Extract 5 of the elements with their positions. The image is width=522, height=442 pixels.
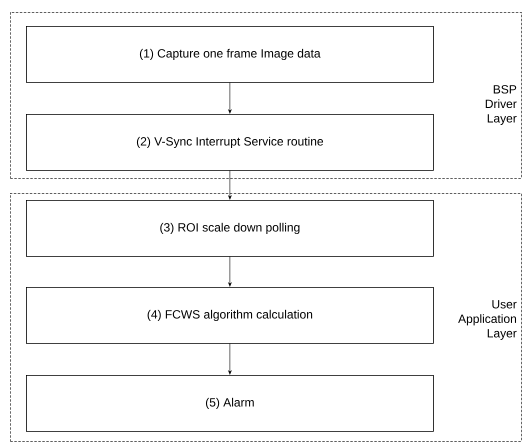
process-box: (5) Alarm — [26, 375, 434, 432]
process-box: (2) V-Sync Interrupt Service routine — [26, 114, 434, 171]
process-box: (4) FCWS algorithm calculation — [26, 287, 434, 344]
process-box: (3) ROI scale down polling — [26, 200, 434, 257]
process-box: (1) Capture one frame Image data — [26, 26, 434, 83]
